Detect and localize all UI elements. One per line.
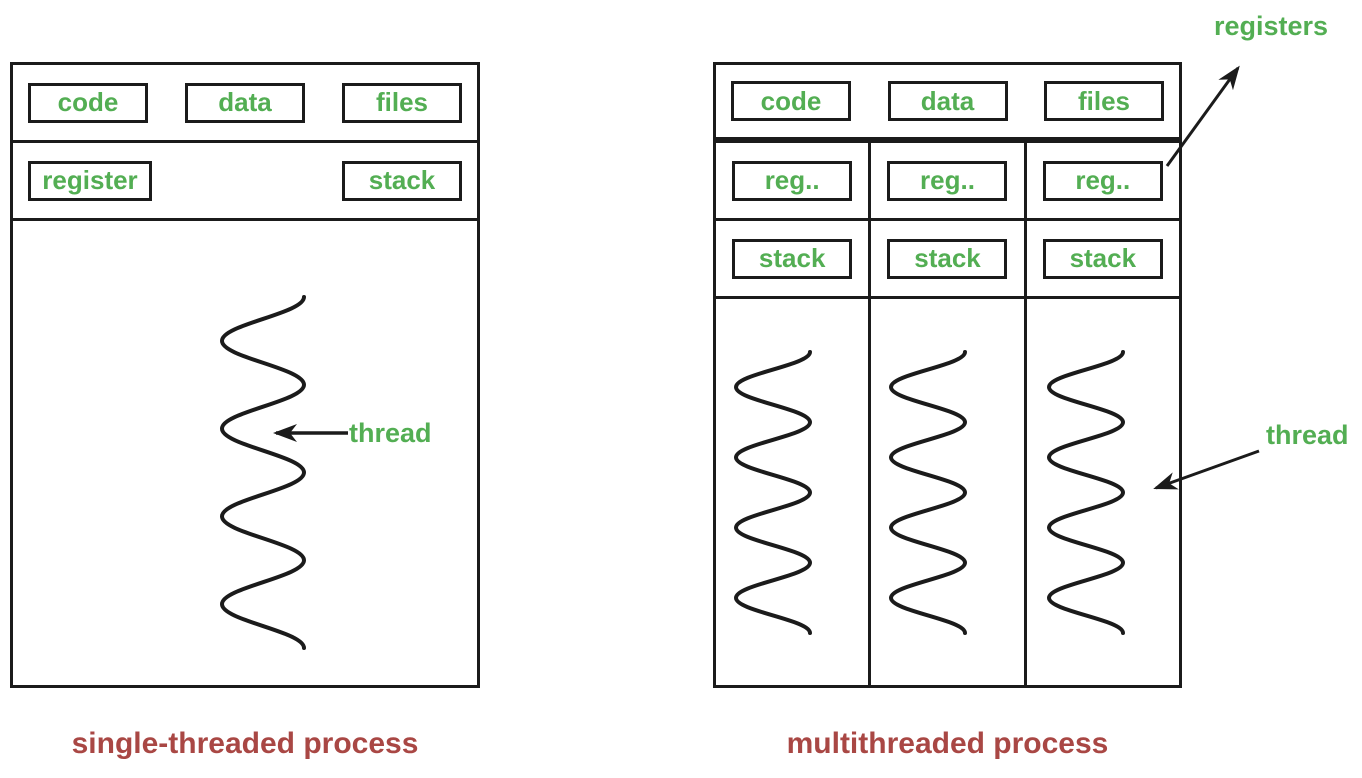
registers-annotation-label: registers (1214, 11, 1329, 41)
thread-column-2: reg.. stack (871, 140, 1027, 688)
reg-box: reg.. (887, 160, 1008, 201)
reg-box: reg.. (1042, 160, 1163, 201)
data-label: data (218, 87, 272, 117)
stack-box: stack (1042, 238, 1163, 279)
reg-row: reg.. (1026, 143, 1179, 221)
stack-box: stack (887, 238, 1008, 279)
single-threaded-caption: single-threaded process (71, 727, 419, 760)
code-box: code (28, 82, 148, 123)
stack-box: stack (732, 238, 853, 279)
reg-label: reg.. (764, 165, 820, 195)
stack-row: stack (1026, 221, 1179, 299)
files-label: files (375, 87, 429, 117)
stack-row: stack (871, 221, 1024, 299)
reg-box: reg.. (732, 160, 853, 201)
stack-label: stack (758, 243, 826, 273)
thread-annotation-label-single: thread (349, 418, 432, 448)
stack-label: stack (914, 243, 981, 273)
stack-box: stack (342, 160, 462, 201)
code-label: code (57, 87, 119, 117)
register-label: register (42, 165, 138, 195)
reg-row: reg.. (716, 143, 869, 221)
stack-label: stack (1069, 243, 1137, 273)
data-box: data (185, 82, 305, 123)
single-top-row: code data files (13, 65, 477, 143)
thread-area-1 (716, 299, 868, 685)
multi-thread-columns: reg.. stack reg.. stack (713, 140, 1182, 688)
reg-label: reg.. (920, 165, 975, 195)
thread-column-1: reg.. stack (713, 140, 872, 688)
stack-row: stack (716, 221, 869, 299)
data-box: data (887, 81, 1008, 121)
multi-top-row-box: code data files (713, 62, 1182, 140)
files-box: files (342, 82, 462, 123)
single-threaded-process-box: code data files register stack (10, 62, 480, 688)
stack-label: stack (368, 165, 436, 195)
register-box: register (28, 160, 152, 201)
files-label: files (1077, 85, 1131, 116)
reg-label: reg.. (1075, 165, 1131, 195)
code-label: code (760, 85, 822, 116)
thread-column-3: reg.. stack (1026, 140, 1182, 688)
multi-top-row: code data files (716, 65, 1179, 137)
multithreaded-caption: multithreaded process (786, 727, 1109, 760)
thread-area-3 (1027, 299, 1179, 685)
single-register-stack-row: register stack (13, 143, 477, 221)
reg-row: reg.. (871, 143, 1024, 221)
data-label: data (920, 85, 975, 116)
thread-area-2 (871, 299, 1023, 685)
thread-annotation-label-multi: thread (1266, 420, 1349, 450)
code-box: code (731, 81, 851, 121)
files-box: files (1044, 81, 1164, 121)
